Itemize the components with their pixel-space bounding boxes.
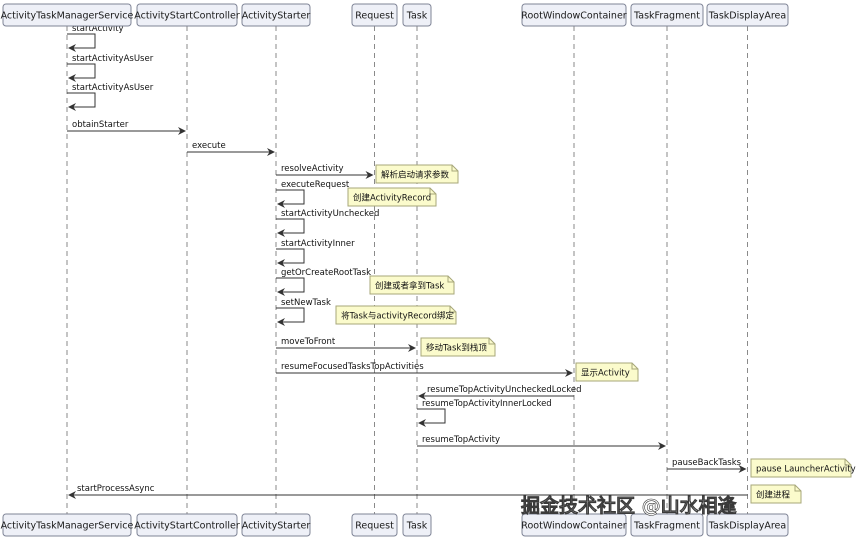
- note-box: [750, 484, 802, 504]
- message-label: startProcessAsync: [77, 484, 155, 494]
- participant-label-bottom: Request: [355, 521, 394, 532]
- message-label: resolveActivity: [281, 164, 344, 174]
- participant-label-bottom: Task: [406, 521, 428, 532]
- note-fold: [631, 363, 638, 370]
- note-text: 移动Task到栈顶: [426, 343, 487, 354]
- participant-label-bottom: TaskFragment: [633, 521, 700, 532]
- message-label: setNewTask: [281, 298, 331, 308]
- self-message-arrow: [276, 248, 305, 267]
- message-label: moveToFront: [281, 337, 336, 347]
- message-label: resumeTopActivity: [422, 435, 500, 445]
- message-label: startActivityAsUser: [72, 83, 154, 93]
- message-label: resumeTopActivityInnerLocked: [422, 399, 552, 409]
- note-box: [369, 275, 455, 295]
- participant-boxes: ActivityTaskManagerServiceActivityTaskMa…: [1, 3, 789, 537]
- note-box: [575, 362, 639, 382]
- message-label: startActivityAsUser: [72, 54, 154, 64]
- participant-label-top: TaskFragment: [633, 11, 700, 22]
- note-text: 创建进程: [756, 490, 791, 501]
- participant-label-top: TaskDisplayArea: [708, 11, 786, 22]
- participant-box-top: [2, 3, 132, 27]
- participant-label-bottom: TaskDisplayArea: [708, 521, 786, 532]
- watermark: 掘金技术社区 @山水相逢: [521, 494, 737, 517]
- participant-box-bottom: [136, 513, 238, 537]
- participant-label-top: Request: [355, 11, 394, 22]
- participant-box-top: [136, 3, 238, 27]
- participant-box-bottom: [2, 513, 132, 537]
- message-label: resumeFocusedTasksTopActivities: [281, 362, 424, 372]
- participant-label-top: ActivityTaskManagerService: [1, 11, 134, 22]
- message-label: executeRequest: [281, 180, 350, 190]
- participant-box-bottom: [351, 513, 398, 537]
- note-text: 显示Activity: [581, 369, 630, 379]
- self-message-arrow: [276, 277, 305, 296]
- participant-box-top: [706, 3, 789, 27]
- message-label: resumeTopActivityUncheckedLocked: [427, 385, 582, 395]
- note-fold: [447, 276, 454, 283]
- participant-box-top: [241, 3, 311, 27]
- message-label: pauseBackTasks: [672, 458, 742, 468]
- participant-box-top: [521, 3, 627, 27]
- message-label: startActivity: [72, 24, 124, 34]
- note-fold: [488, 338, 495, 345]
- participant-label-top: ActivityStartController: [134, 11, 240, 22]
- participant-box-bottom: [521, 513, 627, 537]
- note-fold: [449, 306, 456, 313]
- note-text: 解析启动请求参数: [381, 170, 450, 181]
- participant-label-bottom: ActivityStarter: [242, 521, 311, 532]
- self-message-arrow: [417, 408, 446, 427]
- participant-box-top: [630, 3, 704, 27]
- message-label: obtainStarter: [72, 120, 129, 130]
- note-fold: [794, 485, 801, 492]
- message-label: startActivityInner: [281, 239, 355, 249]
- note-fold: [844, 459, 851, 466]
- note-box: [375, 164, 459, 184]
- note-box: [335, 305, 457, 325]
- note-text: pause LauncherActivity: [756, 465, 856, 475]
- participant-label-bottom: RootWindowContainer: [521, 521, 626, 532]
- note-box: [750, 458, 852, 478]
- self-message-arrow: [67, 63, 96, 82]
- participant-label-bottom: ActivityTaskManagerService: [1, 521, 134, 532]
- message-label: getOrCreateRootTask: [281, 268, 371, 278]
- participant-box-top: [402, 3, 432, 27]
- lifelines: [66, 26, 748, 514]
- message-label: execute: [192, 141, 226, 151]
- self-message-arrow: [67, 92, 96, 111]
- participant-box-bottom: [630, 513, 704, 537]
- participant-label-top: ActivityStarter: [242, 11, 311, 22]
- note-box: [347, 187, 437, 207]
- participant-box-bottom: [706, 513, 789, 537]
- note-fold: [451, 165, 458, 172]
- self-message-arrow: [67, 33, 96, 52]
- self-message-arrow: [276, 218, 305, 237]
- self-message-arrow: [276, 307, 305, 326]
- participant-box-bottom: [402, 513, 432, 537]
- note-text: 创建或者拿到Task: [375, 281, 444, 292]
- note-fold: [429, 188, 436, 195]
- participant-box-bottom: [241, 513, 311, 537]
- participant-label-bottom: ActivityStartController: [134, 521, 240, 532]
- messages: startActivity startActivityAsUser startAct…: [67, 24, 748, 499]
- note-text: 将Task与activityRecord绑定: [341, 311, 455, 322]
- message-label: startActivityUnchecked: [281, 209, 379, 219]
- self-message-arrow: [276, 189, 305, 208]
- participant-label-top: Task: [406, 11, 428, 22]
- note-text: 创建ActivityRecord: [353, 193, 431, 204]
- participant-label-top: RootWindowContainer: [521, 11, 626, 22]
- participant-box-top: [351, 3, 398, 27]
- note-box: [420, 337, 496, 357]
